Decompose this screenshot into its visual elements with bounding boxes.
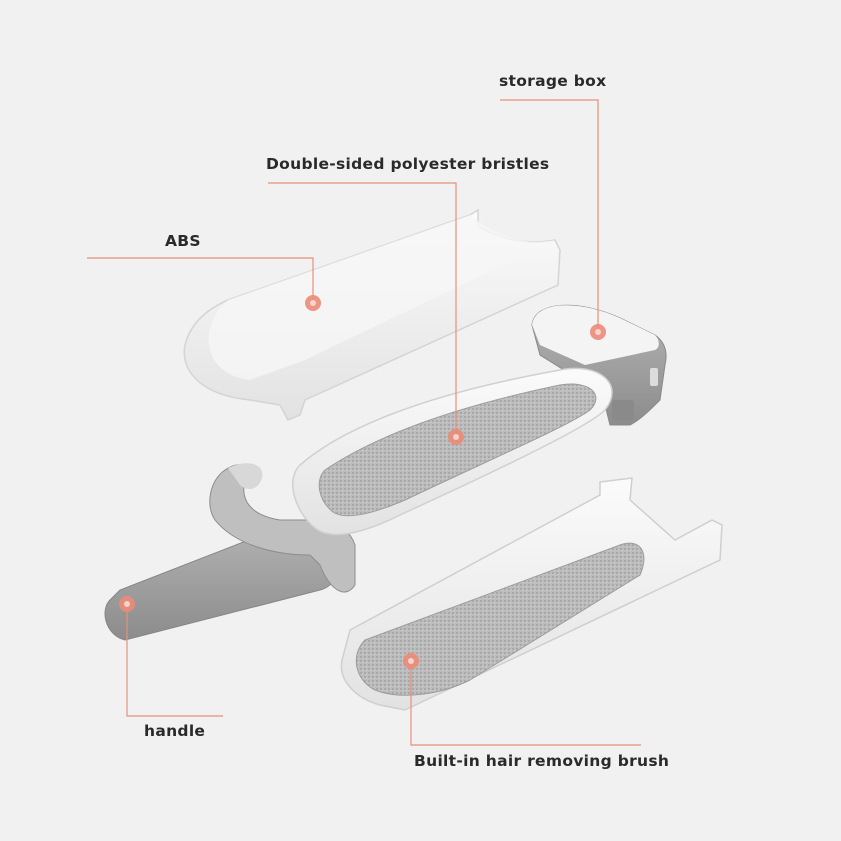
label-handle: handle xyxy=(144,722,206,740)
callout-built-in-brush xyxy=(403,653,641,746)
callout-handle xyxy=(119,596,223,717)
callout-abs xyxy=(87,257,321,311)
lint-brush-handle-assembly xyxy=(104,367,613,641)
label-bristles: Double-sided polyester bristles xyxy=(266,155,550,173)
label-storage-box: storage box xyxy=(499,72,607,90)
callout-bristles xyxy=(268,182,464,445)
callout-storage-box xyxy=(500,99,606,340)
label-abs: ABS xyxy=(165,232,201,250)
label-built-in-brush: Built-in hair removing brush xyxy=(414,752,670,770)
abs-cover xyxy=(183,208,561,421)
built-in-brush-tray xyxy=(340,477,723,711)
